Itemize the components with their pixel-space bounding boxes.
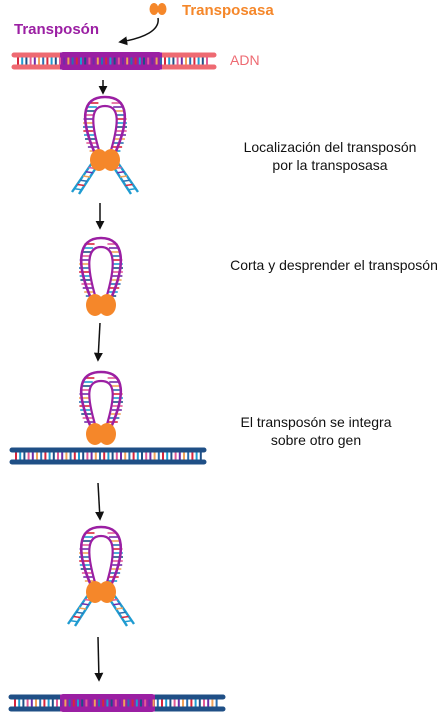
step-3-caption: El transposón se integra sobre otro gen: [241, 414, 392, 448]
transposase-enzyme-top: [149, 3, 167, 15]
binding-arrow: [118, 17, 159, 46]
transposon-loop-1: [71, 95, 139, 195]
process-arrow-3: [93, 322, 103, 362]
step-2-caption: Corta y desprender el transposón: [230, 257, 438, 273]
transposase-label: Transposasa: [182, 2, 274, 19]
step-3-line-1: El transposón se integra: [241, 414, 392, 430]
process-arrow-5: [94, 636, 104, 682]
step-1-caption: Localización del transposón por la trans…: [244, 139, 417, 173]
final-dna-strand: [8, 694, 226, 712]
step-3-line-2: sobre otro gen: [271, 432, 361, 448]
process-arrow-4: [95, 482, 105, 521]
transposon-loop-4: [67, 525, 135, 627]
step-1-line-1: Localización del transposón: [244, 139, 417, 155]
transposon-loop-2: [79, 236, 123, 316]
dna-label: ADN: [230, 52, 260, 68]
transposon-loop-3: [79, 370, 123, 445]
source-dna-strand: [11, 52, 217, 70]
step-2-line-1: Corta y desprender el transposón: [230, 257, 438, 273]
transposon-label: Transposón: [14, 21, 99, 38]
target-dna-strand: [9, 447, 207, 465]
step-1-line-2: por la transposasa: [272, 157, 387, 173]
